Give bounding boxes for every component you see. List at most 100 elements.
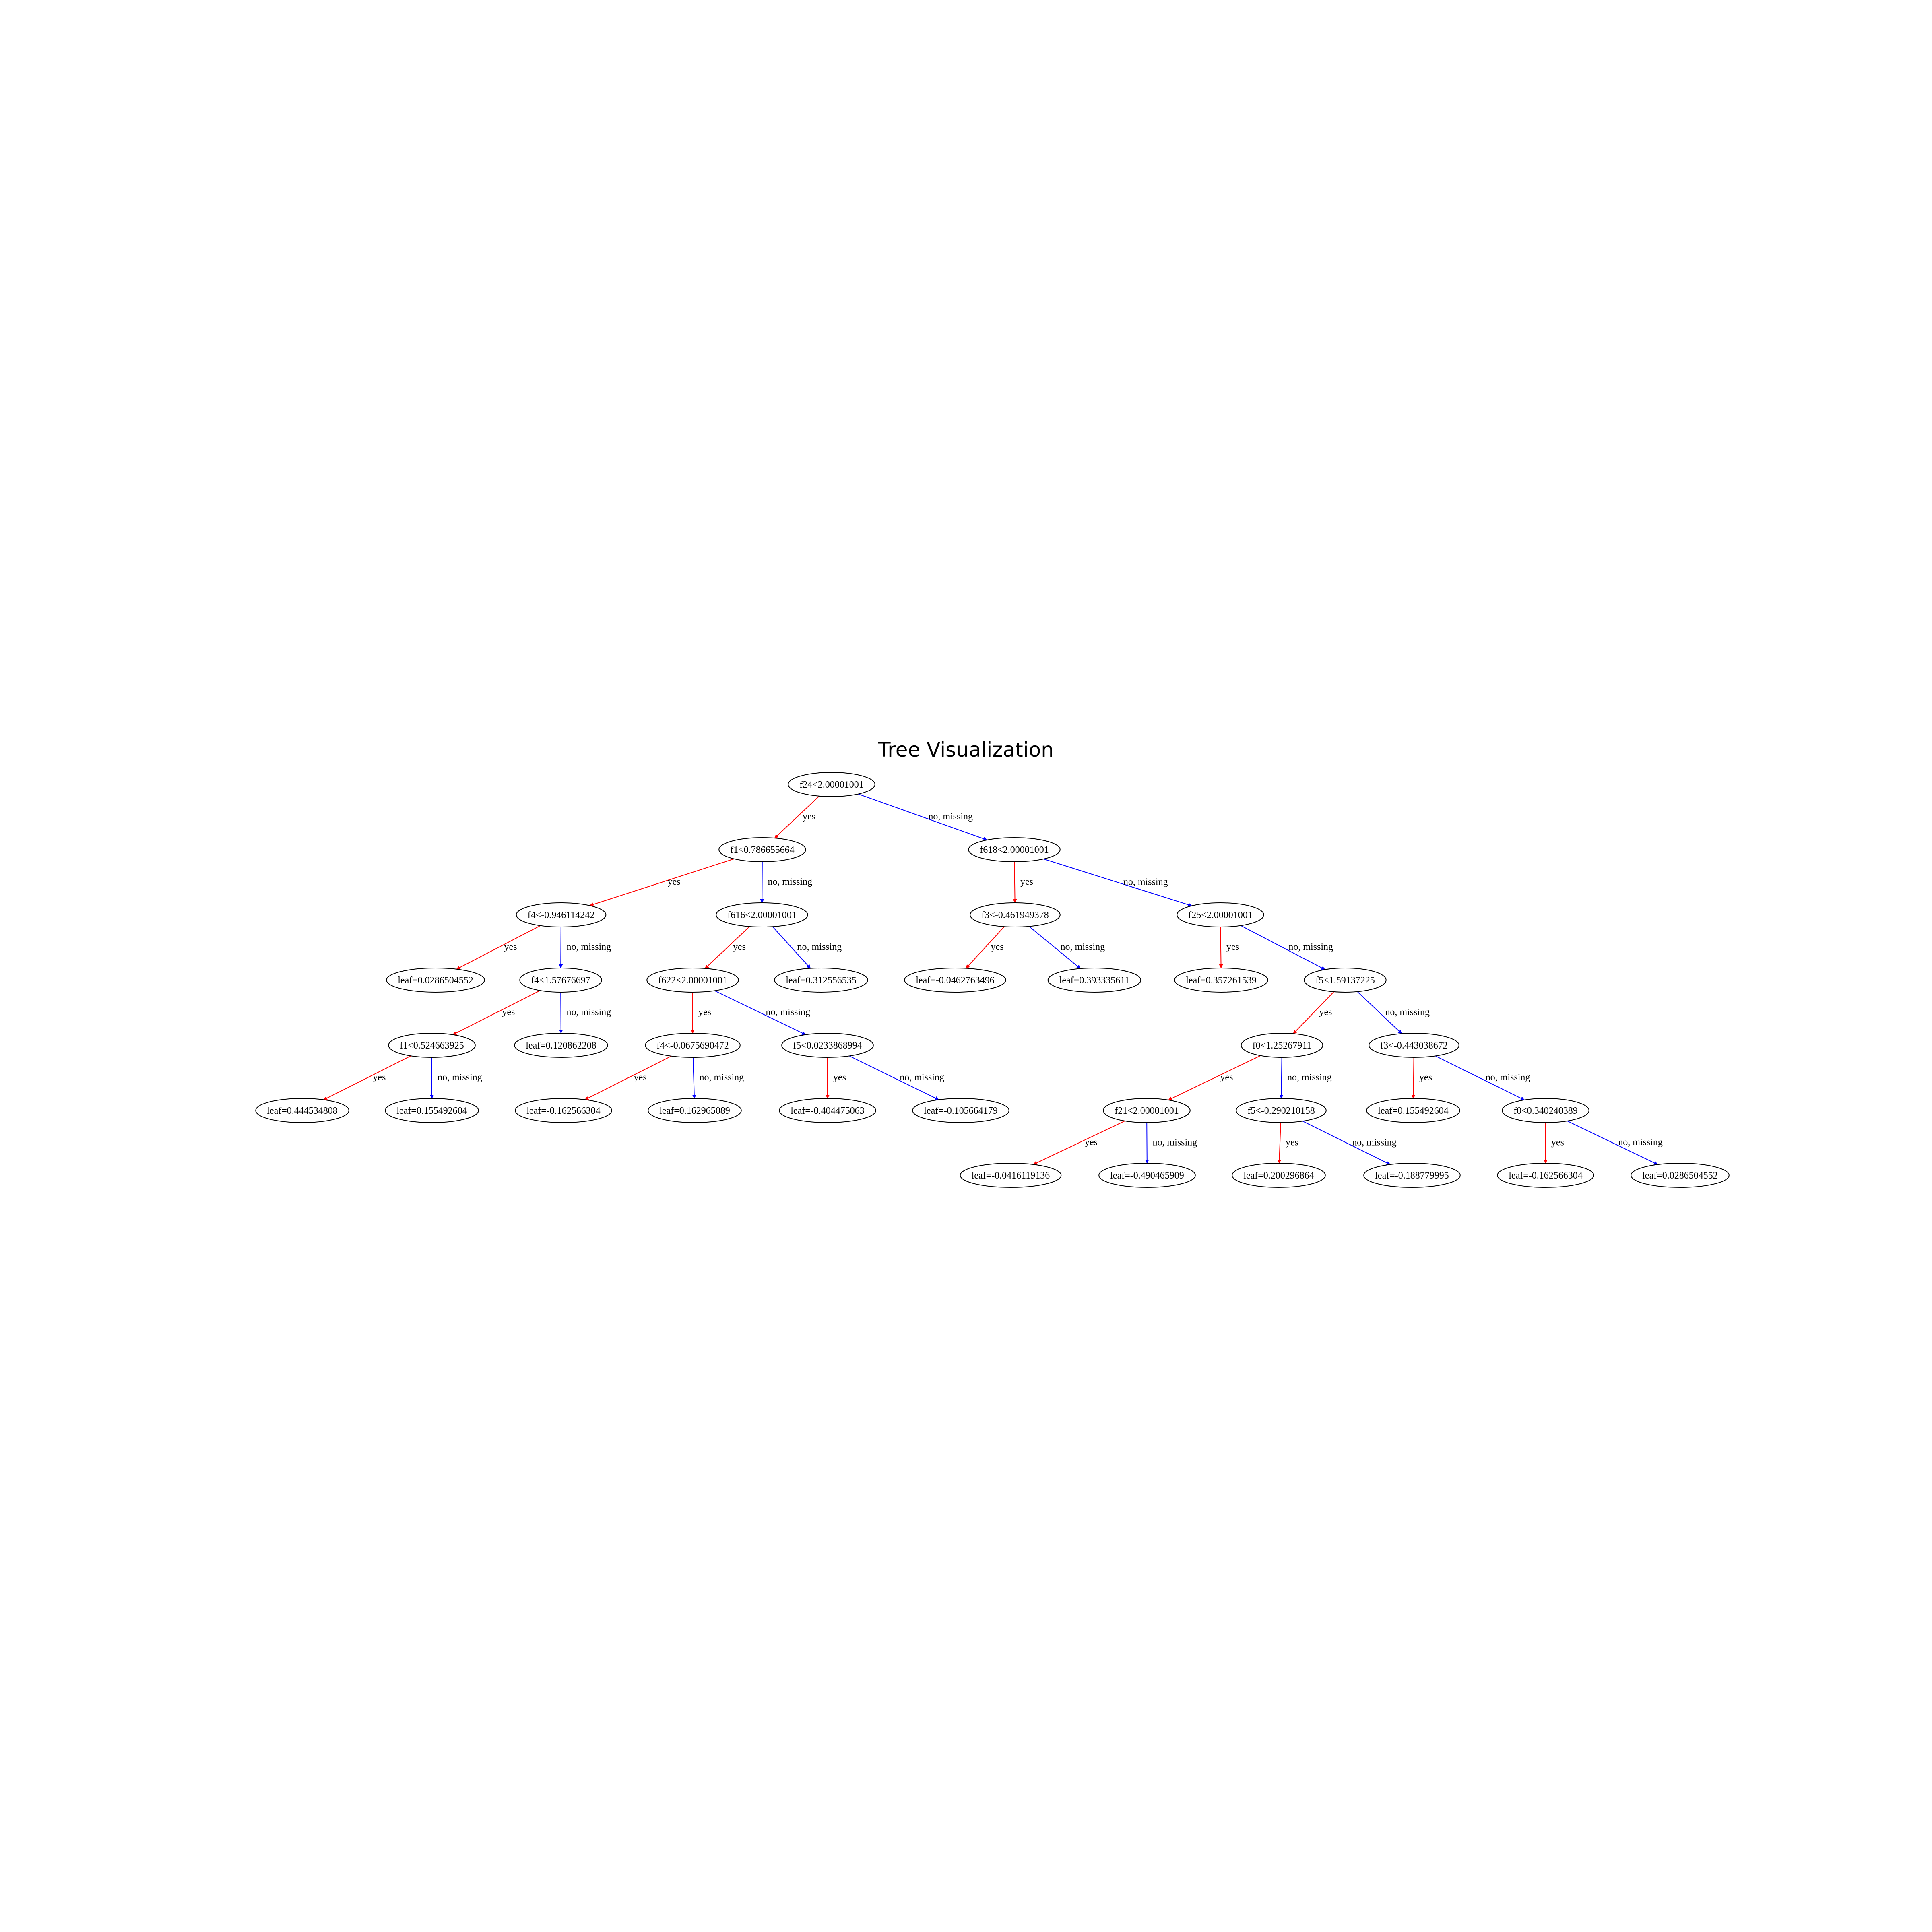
edge-label: no, missing — [1385, 1007, 1430, 1018]
node-ellipse — [716, 902, 808, 927]
node-label: leaf=-0.162566304 — [526, 1106, 601, 1116]
yes-edge — [1168, 1055, 1261, 1100]
node-ellipse — [386, 968, 485, 993]
node-label: leaf=0.155492604 — [396, 1106, 467, 1116]
yes-edge — [704, 926, 750, 969]
node-ellipse — [1241, 1033, 1323, 1058]
edge-label: yes — [1220, 1072, 1233, 1083]
edges-layer: yes no, missing yes no, missing yes no, missi… — [323, 793, 1663, 1165]
node-label: leaf=-0.0416119136 — [972, 1170, 1050, 1181]
no-missing-edge — [1279, 1057, 1284, 1099]
tree-split-node: f24<2.00001001 — [788, 772, 875, 797]
no-missing-edge — [1435, 1055, 1525, 1100]
tree-split-node: f3<-0.443038672 — [1368, 1033, 1459, 1058]
no-missing-edge — [1302, 1121, 1391, 1165]
node-label: f5<0.0233868994 — [793, 1040, 862, 1051]
tree-leaf-node: leaf=0.155492604 — [385, 1098, 479, 1123]
tree-leaf-node: leaf=-0.162566304 — [1497, 1163, 1594, 1188]
edge-label: no, missing — [1060, 942, 1105, 952]
node-label: f3<-0.443038672 — [1380, 1040, 1448, 1051]
node-label: leaf=0.312556535 — [786, 975, 857, 986]
node-ellipse — [1368, 1033, 1459, 1058]
node-ellipse — [904, 968, 1006, 993]
node-ellipse — [1103, 1098, 1191, 1123]
tree-split-node: f1<0.524663925 — [388, 1033, 476, 1058]
tree-leaf-node: leaf=-0.0462763496 — [904, 968, 1006, 993]
yes-edge — [1013, 861, 1017, 904]
node-ellipse — [1502, 1098, 1589, 1123]
tree-leaf-node: leaf=-0.404475063 — [779, 1098, 876, 1123]
node-label: f0<1.25267911 — [1253, 1040, 1312, 1051]
tree-leaf-node: leaf=-0.490465909 — [1098, 1163, 1196, 1188]
diagram-title: Tree Visualization — [878, 738, 1054, 762]
node-ellipse — [1177, 902, 1264, 927]
node-ellipse — [1366, 1098, 1460, 1123]
node-label: f0<0.340240389 — [1513, 1106, 1578, 1116]
no-missing-edge — [1241, 925, 1325, 970]
no-missing-edge — [849, 1055, 939, 1100]
node-label: leaf=0.155492604 — [1378, 1106, 1449, 1116]
yes-edge — [589, 858, 735, 906]
edge-label: no, missing — [1123, 877, 1168, 887]
node-label: leaf=-0.404475063 — [791, 1106, 865, 1116]
node-label: leaf=0.162965089 — [659, 1106, 730, 1116]
yes-edge — [1411, 1057, 1416, 1099]
no-missing-edge — [714, 990, 806, 1035]
tree-leaf-node: leaf=0.120862208 — [514, 1033, 608, 1058]
tree-split-node: f4<1.57676697 — [519, 968, 602, 993]
yes-edge — [456, 925, 541, 970]
node-ellipse — [968, 837, 1061, 862]
tree-split-node: f5<0.0233868994 — [781, 1033, 874, 1058]
tree-split-node: f3<-0.461949378 — [970, 902, 1061, 927]
edge-label: yes — [667, 877, 680, 887]
edge-label: yes — [1085, 1137, 1098, 1148]
node-ellipse — [1047, 968, 1141, 993]
node-ellipse — [1631, 1163, 1730, 1188]
node-label: f1<0.524663925 — [400, 1040, 464, 1051]
node-label: leaf=-0.105664179 — [924, 1106, 998, 1116]
node-ellipse — [385, 1098, 479, 1123]
edge-label: no, missing — [1352, 1137, 1397, 1148]
node-ellipse — [388, 1033, 476, 1058]
node-label: f1<0.786655664 — [730, 845, 795, 855]
no-missing-edge — [1029, 926, 1081, 969]
node-ellipse — [1174, 968, 1268, 993]
node-ellipse — [788, 772, 875, 797]
tree-leaf-node: leaf=-0.162566304 — [515, 1098, 612, 1123]
edge-label: no, missing — [1618, 1137, 1663, 1148]
node-ellipse — [646, 968, 739, 993]
nodes-layer: f24<2.00001001 f1<0.786655664 f618<2.00001… — [255, 772, 1730, 1188]
node-label: leaf=0.200296864 — [1243, 1170, 1314, 1181]
edge-label: no, missing — [900, 1072, 944, 1083]
tree-leaf-node: leaf=0.393335611 — [1047, 968, 1141, 993]
node-label: f5<-0.290210158 — [1247, 1106, 1315, 1116]
node-label: f3<-0.461949378 — [981, 910, 1049, 921]
yes-edge — [1033, 1120, 1125, 1165]
edge-label: no, missing — [700, 1072, 744, 1083]
tree-split-node: f5<1.59137225 — [1304, 968, 1387, 993]
tree-split-node: f618<2.00001001 — [968, 837, 1061, 862]
node-label: leaf=-0.0462763496 — [916, 975, 995, 986]
tree-leaf-node: leaf=0.0286504552 — [1631, 1163, 1730, 1188]
node-ellipse — [718, 837, 806, 862]
tree-split-node: f5<-0.290210158 — [1236, 1098, 1327, 1123]
edge-label: yes — [1551, 1137, 1564, 1148]
node-ellipse — [255, 1098, 349, 1123]
edge-label: no, missing — [1153, 1137, 1197, 1148]
yes-edge — [323, 1055, 411, 1100]
tree-leaf-node: leaf=0.200296864 — [1232, 1163, 1326, 1188]
node-ellipse — [648, 1098, 742, 1123]
node-ellipse — [912, 1098, 1009, 1123]
node-label: leaf=0.120862208 — [526, 1040, 597, 1051]
no-missing-edge — [1567, 1121, 1658, 1165]
node-ellipse — [645, 1033, 741, 1058]
edge-label: no, missing — [928, 811, 973, 822]
node-label: f4<-0.946114242 — [528, 910, 595, 921]
no-missing-edge — [692, 1057, 696, 1099]
node-label: f622<2.00001001 — [658, 975, 727, 986]
node-ellipse — [1232, 1163, 1326, 1188]
yes-edge — [774, 796, 820, 838]
node-label: leaf=0.0286504552 — [1642, 1170, 1718, 1181]
node-label: leaf=-0.188779995 — [1375, 1170, 1449, 1181]
edge-label: yes — [1020, 877, 1033, 887]
